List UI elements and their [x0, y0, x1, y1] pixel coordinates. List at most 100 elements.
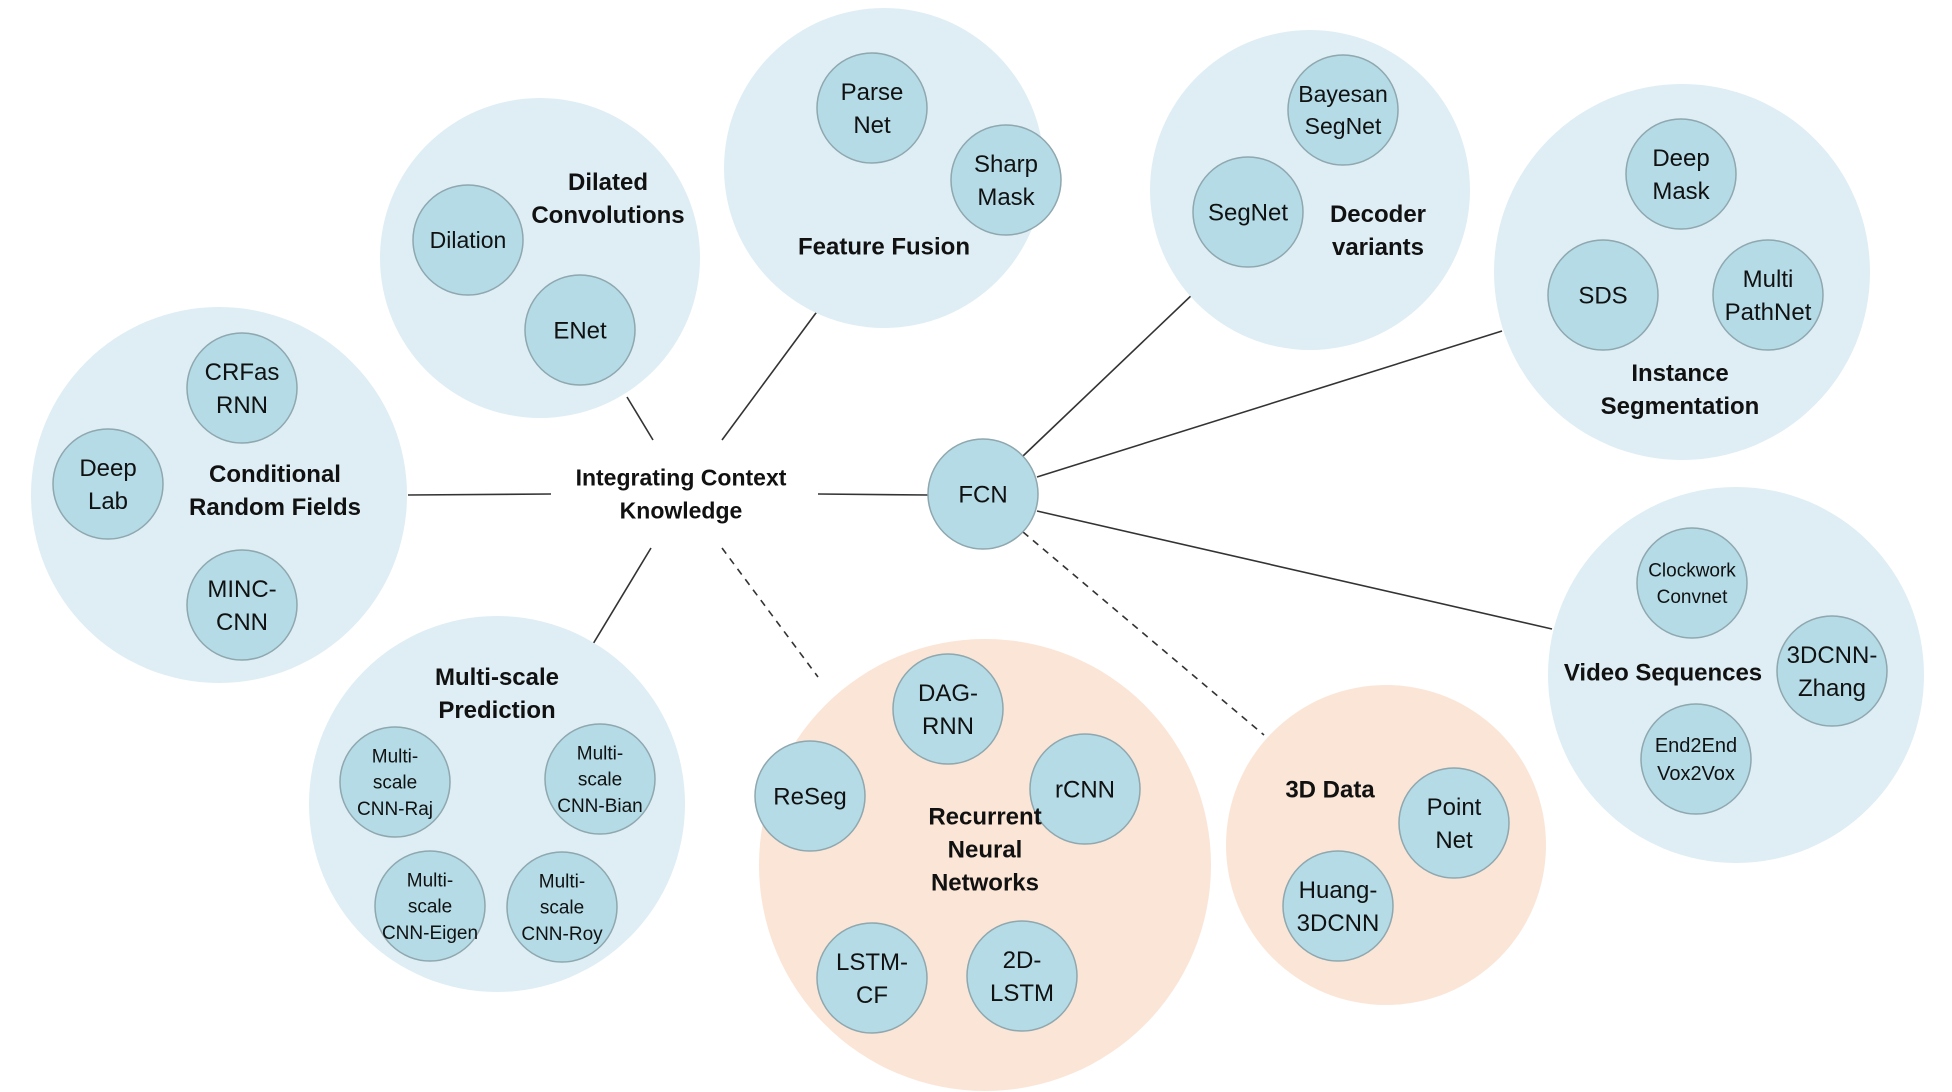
cluster-instance-title-line: Segmentation — [1601, 393, 1760, 420]
method-node-circle — [754, 740, 866, 852]
method-node-circle — [1547, 239, 1659, 351]
cluster-multiscale-title-line: Prediction — [438, 697, 555, 724]
cluster-decoder-title: Decoder variants — [1330, 201, 1426, 261]
cluster-decoder-title-line: Decoder — [1330, 201, 1426, 228]
method-node-label-line: Mask — [1652, 178, 1710, 205]
method-node-label-line: SegNet — [1305, 113, 1382, 139]
method-node-label-line: 2D- — [1003, 947, 1042, 974]
method-node: SDS — [1547, 239, 1659, 351]
method-node-circle — [374, 850, 486, 962]
method-node-label-line: MINC- — [207, 576, 276, 603]
method-node-label-line: scale — [540, 898, 584, 919]
method-node-label-line: scale — [373, 773, 417, 794]
method-node-circle — [52, 428, 164, 540]
method-node: rCNN — [1029, 733, 1141, 845]
method-node-label-line: Multi- — [577, 743, 623, 764]
method-node-label-line: Clockwork — [1648, 561, 1736, 582]
method-node-label: SDS — [1578, 282, 1627, 309]
method-node-label-line: Point — [1427, 794, 1482, 821]
cluster-crf-title-line: Conditional — [209, 461, 341, 488]
method-node-label-line: Parse — [841, 79, 904, 106]
method-node-label: 2D- LSTM — [990, 947, 1054, 1007]
method-node-label-line: CRFas — [205, 359, 280, 386]
method-node-label-line: ReSeg — [773, 783, 846, 810]
cluster-instance-bubble — [1494, 84, 1870, 460]
method-node-circle — [186, 549, 298, 661]
method-node-label-line: 3DCNN — [1297, 910, 1380, 937]
method-node-label: DAG-RNN — [918, 680, 978, 740]
method-node-circle — [1776, 615, 1888, 727]
method-node-label-line: Huang- — [1299, 877, 1378, 904]
cluster-decoder-title-line: variants — [1332, 234, 1424, 261]
edge-fcn-decoder — [1022, 291, 1196, 457]
method-node-label-line: Deep — [79, 455, 136, 482]
cluster-rnn-title-line: Recurrent — [928, 803, 1041, 830]
method-node-label-line: Dilation — [430, 227, 507, 253]
method-node: SegNet — [1192, 156, 1304, 268]
method-node-circle — [412, 184, 524, 296]
method-node-circle — [1398, 767, 1510, 879]
edge-context-dilated — [626, 396, 654, 441]
method-node-label-line: RNN — [922, 713, 974, 740]
method-node-label: rCNN — [1055, 776, 1115, 803]
hub-fcn-circle — [927, 438, 1039, 550]
method-node: DAG-RNN — [892, 653, 1004, 765]
method-node-label-line: LSTM — [990, 980, 1054, 1007]
cluster-dilated-title-line: Convolutions — [531, 202, 684, 229]
method-node-label-line: Net — [1435, 827, 1473, 854]
method-node-label-line: CNN-Raj — [357, 799, 433, 820]
method-node-label-line: Multi- — [407, 870, 453, 891]
hub-fcn-label-line: FCN — [958, 481, 1007, 508]
cluster-multiscale-title-line: Multi-scale — [435, 664, 559, 691]
method-node-circle — [1287, 54, 1399, 166]
method-node-label: MINC-CNN — [207, 576, 276, 636]
method-node-circle — [544, 723, 656, 835]
edge-context-rnn — [721, 547, 819, 678]
cluster-video-title-line: Video Sequences — [1564, 659, 1762, 686]
method-node-label-line: Multi- — [372, 746, 418, 767]
method-node-label: ReSeg — [773, 783, 846, 810]
method-node-label-line: scale — [578, 770, 622, 791]
method-node-circle — [1625, 118, 1737, 230]
method-node-circle — [950, 124, 1062, 236]
edge-context-fusion — [721, 297, 828, 441]
method-node-circle — [339, 726, 451, 838]
method-node-label: ENet — [553, 317, 607, 344]
method-node-circle — [506, 851, 618, 963]
cluster-rnn-title-line: Networks — [931, 869, 1039, 896]
method-node-circle — [1029, 733, 1141, 845]
edge-context-fcn — [817, 493, 929, 496]
method-node-label-line: Net — [853, 112, 891, 139]
method-node-label-line: Sharp — [974, 151, 1038, 178]
method-node-circle — [1282, 850, 1394, 962]
method-node-label-line: CNN-Roy — [521, 924, 603, 945]
